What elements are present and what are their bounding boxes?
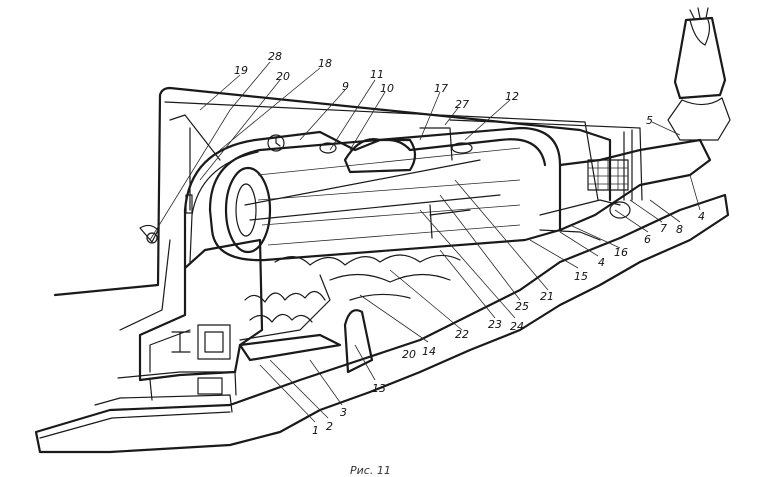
fire-door-window [204, 331, 224, 353]
callout-3: 3 [340, 406, 347, 419]
pressure-gauge-icon [267, 134, 285, 152]
callout-28: 28 [268, 50, 282, 63]
callouts: 28 19 20 18 9 11 10 17 27 12 5 4 8 7 6 1… [234, 50, 705, 437]
chimney [667, 7, 731, 141]
callout-2: 2 [326, 420, 333, 433]
callout-13: 13 [372, 382, 386, 395]
callout-24: 24 [510, 320, 524, 333]
ash-pit-door [197, 377, 223, 395]
callout-14: 14 [422, 345, 436, 358]
callout-10: 10 [380, 82, 394, 95]
fan-icon [139, 224, 159, 243]
callout-11: 11 [370, 68, 384, 81]
callout-7: 7 [660, 222, 667, 235]
callout-20b: 20 [402, 348, 416, 361]
leader-lines [149, 61, 701, 423]
boiler-drum [208, 126, 562, 262]
valve-icon [319, 142, 337, 154]
callout-16: 16 [614, 246, 628, 259]
callout-27: 27 [455, 98, 469, 111]
callout-1: 1 [312, 424, 319, 437]
fire-door [197, 324, 231, 360]
flue-damper [609, 201, 631, 219]
figure-caption: Рис. 11 [350, 464, 391, 477]
furnace [238, 254, 461, 362]
rear-flue [539, 138, 712, 241]
firebox-casing [138, 238, 264, 401]
callout-23: 23 [488, 318, 502, 331]
safety-valve-icon [451, 142, 473, 154]
callout-15: 15 [574, 270, 588, 283]
callout-4b: 4 [598, 256, 605, 269]
callout-9: 9 [342, 80, 349, 93]
foundation [34, 193, 730, 454]
callout-6: 6 [644, 233, 651, 246]
callout-12: 12 [505, 90, 519, 103]
callout-19: 19 [234, 64, 248, 77]
callout-17: 17 [434, 82, 448, 95]
callout-4: 4 [698, 210, 705, 223]
callout-18: 18 [318, 57, 332, 70]
bridge-wall [343, 309, 374, 374]
callout-21: 21 [540, 290, 554, 303]
fittings [139, 134, 473, 244]
callout-20: 20 [276, 70, 290, 83]
steam-dome [343, 138, 417, 174]
callout-8: 8 [676, 223, 683, 236]
callout-22: 22 [455, 328, 469, 341]
callout-5: 5 [646, 114, 653, 127]
callout-25: 25 [515, 300, 529, 313]
